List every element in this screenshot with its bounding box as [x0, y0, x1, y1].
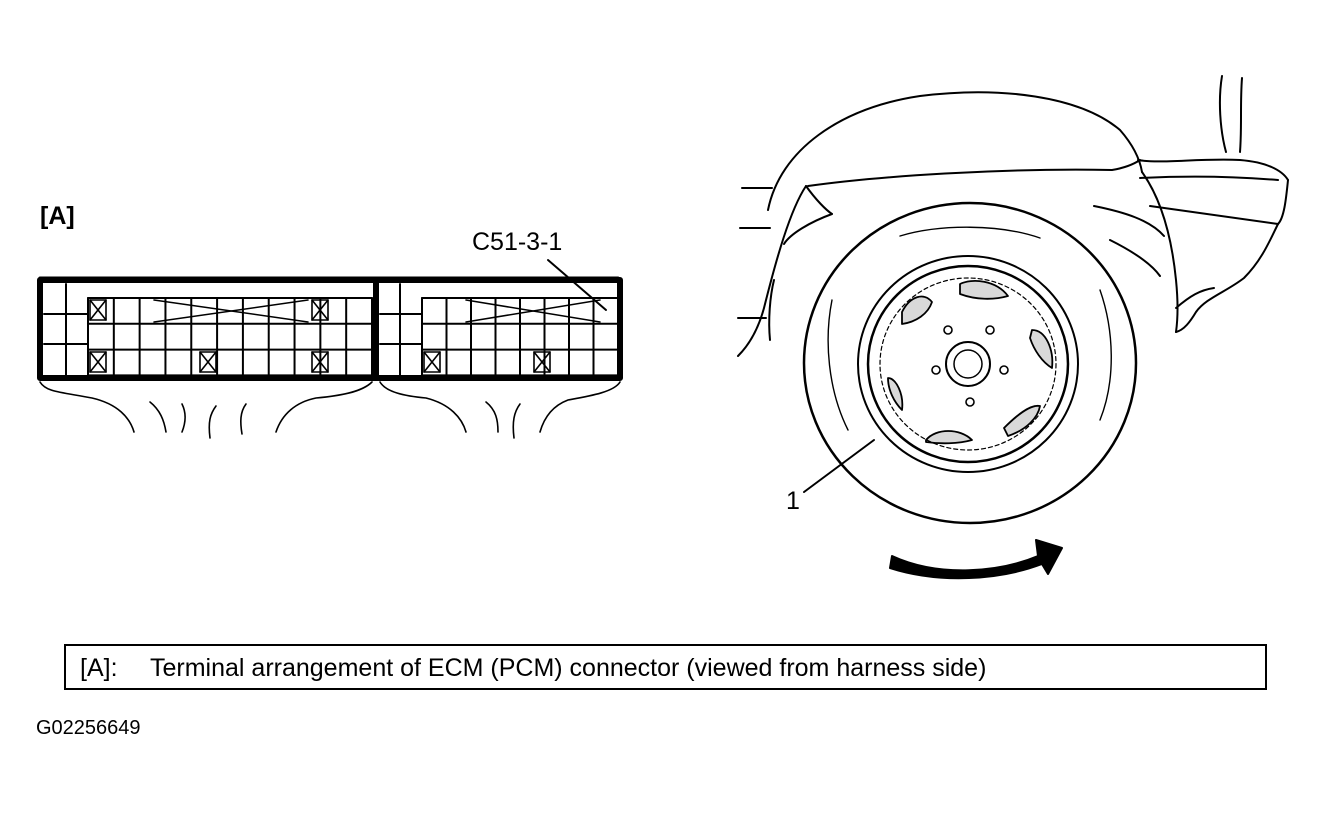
tire	[802, 201, 1138, 525]
tire-callout-label: 1	[786, 487, 800, 515]
legend-key: [A]:	[80, 654, 118, 682]
connector-leader-line	[547, 259, 607, 311]
harness-wires	[39, 381, 621, 439]
legend-description: Terminal arrangement of ECM (PCM) connec…	[150, 654, 987, 682]
wheel	[866, 264, 1070, 464]
terminal-grid-right	[421, 297, 619, 377]
blank-terminal-marks	[89, 299, 551, 373]
rotation-arrow-icon	[889, 539, 1063, 580]
terminal-grid-left	[87, 297, 373, 377]
connector-id-label: C51-3-1	[472, 228, 563, 256]
legend-box: [A]: Terminal arrangement of ECM (PCM) c…	[64, 644, 1267, 690]
vehicle-fender	[737, 75, 1289, 357]
ecm-connector	[37, 259, 623, 439]
connector-half-right	[373, 277, 623, 381]
figure-id: G02256649	[36, 717, 141, 739]
section-label: [A]	[40, 202, 75, 230]
tire-leader-line	[803, 439, 875, 493]
